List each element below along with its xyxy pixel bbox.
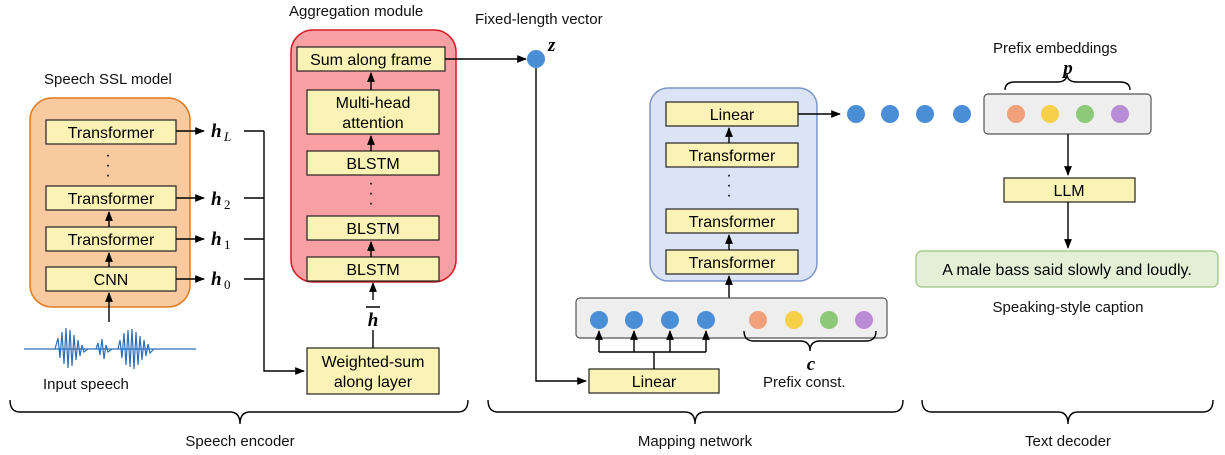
ssl-model-title: Speech SSL model bbox=[44, 71, 172, 88]
blstm-bottom-block bbox=[306, 256, 440, 282]
map-dot: · bbox=[726, 177, 731, 194]
mha-block bbox=[306, 89, 440, 135]
z-embedding-dot bbox=[697, 311, 715, 329]
prefix-output-dot bbox=[953, 105, 971, 123]
ssl-transformer-1-block bbox=[45, 226, 177, 252]
prefix-const-dot bbox=[820, 311, 838, 329]
z-embedding-dot bbox=[590, 311, 608, 329]
input-linear-block bbox=[588, 368, 720, 394]
agg-dot: · bbox=[368, 175, 373, 192]
ssl-transformer-1-label: Transformer bbox=[68, 232, 155, 249]
z-embedding-dot bbox=[661, 311, 679, 329]
vector-z-symbol: z bbox=[547, 35, 556, 56]
blstm-mid-label: BLSTM bbox=[346, 221, 399, 238]
mha-label-2: attention bbox=[342, 115, 403, 132]
ssl-dot: · bbox=[105, 157, 110, 174]
prefix-output-dot bbox=[916, 105, 934, 123]
prefix-embedding-dot bbox=[1007, 105, 1025, 123]
waveform-icon bbox=[24, 327, 196, 370]
vector-z-dot bbox=[527, 50, 545, 68]
prefix-embedding-dot bbox=[1041, 105, 1059, 123]
prefix-const-label: Prefix const. bbox=[763, 374, 846, 391]
input-speech-label: Input speech bbox=[43, 376, 129, 393]
map-transformer-top-label: Transformer bbox=[689, 148, 776, 165]
prefix-embeddings-symbol: p bbox=[1061, 58, 1073, 79]
ssl-transformer-2-block bbox=[45, 185, 177, 211]
prefix-const-dot bbox=[749, 311, 767, 329]
prefix-output-dot bbox=[847, 105, 865, 123]
caption-text: A male bass said slowly and loudly. bbox=[942, 262, 1192, 279]
prefix-const-dot bbox=[855, 311, 873, 329]
agg-dot: · bbox=[368, 185, 373, 202]
map-dot: · bbox=[726, 167, 731, 184]
map-dot: · bbox=[726, 187, 731, 204]
aggregation-title: Aggregation module bbox=[289, 3, 423, 20]
hidden-state-2: h bbox=[211, 189, 222, 210]
hidden-state-0: h bbox=[211, 269, 222, 290]
hidden-state-2-sub: 2 bbox=[224, 197, 231, 212]
map-linear-block bbox=[665, 101, 799, 127]
weighted-sum-label-1: Weighted-sum bbox=[322, 354, 425, 371]
mha-label-1: Multi-head bbox=[336, 95, 411, 112]
speech-encoder-brace bbox=[9, 399, 469, 425]
prefix-const-symbol: c bbox=[807, 354, 816, 375]
prefix-const-brace bbox=[743, 330, 877, 352]
prefix-output-dot bbox=[881, 105, 899, 123]
text-decoder-label: Text decoder bbox=[1025, 433, 1111, 450]
ssl-transformer-top-block bbox=[45, 119, 177, 145]
hidden-state-L: h bbox=[211, 121, 222, 142]
text-decoder-brace bbox=[921, 399, 1214, 425]
prefix-embeddings-title: Prefix embeddings bbox=[993, 40, 1117, 57]
map-linear-label: Linear bbox=[710, 107, 755, 124]
blstm-top-label: BLSTM bbox=[346, 156, 399, 173]
hidden-state-0-sub: 0 bbox=[224, 277, 231, 292]
ssl-cnn-label: CNN bbox=[94, 272, 129, 289]
mapping-network-brace bbox=[487, 399, 904, 425]
blstm-top-block bbox=[306, 150, 440, 176]
hidden-state-1: h bbox=[211, 229, 222, 250]
ssl-dot: · bbox=[105, 167, 110, 184]
hidden-state-L-sub: L bbox=[223, 129, 231, 144]
weighted-sum-label-2: along layer bbox=[334, 374, 413, 391]
prefix-const-dot bbox=[785, 311, 803, 329]
input-linear-label: Linear bbox=[632, 374, 677, 391]
blstm-mid-block bbox=[306, 215, 440, 241]
ssl-transformer-top-label: Transformer bbox=[68, 125, 155, 142]
prefix-embeddings-brace bbox=[1004, 73, 1131, 91]
prefix-embedding-dot bbox=[1076, 105, 1094, 123]
mapping-network-label: Mapping network bbox=[638, 433, 753, 450]
hidden-state-1-sub: 1 bbox=[224, 237, 231, 252]
fixed-length-vector-label: Fixed-length vector bbox=[475, 11, 603, 28]
llm-label: LLM bbox=[1053, 183, 1084, 200]
map-transformer-bottom-block bbox=[665, 249, 799, 275]
caption-label: Speaking-style caption bbox=[993, 299, 1144, 316]
map-transformer-top-block bbox=[665, 142, 799, 168]
agg-dot: · bbox=[368, 195, 373, 212]
h-bar-symbol: h bbox=[368, 310, 379, 331]
map-transformer-mid-label: Transformer bbox=[689, 214, 776, 231]
mapping-input-sequence bbox=[575, 297, 888, 339]
llm-block bbox=[1003, 177, 1136, 203]
map-transformer-bottom-label: Transformer bbox=[689, 255, 776, 272]
sum-along-frame-label: Sum along frame bbox=[310, 52, 432, 69]
z-embedding-dot bbox=[625, 311, 643, 329]
prefix-embedding-dot bbox=[1111, 105, 1129, 123]
ssl-transformer-2-label: Transformer bbox=[68, 191, 155, 208]
blstm-bottom-label: BLSTM bbox=[346, 262, 399, 279]
ssl-dot: · bbox=[105, 147, 110, 164]
caption-box bbox=[915, 250, 1219, 288]
weighted-sum-block bbox=[306, 347, 440, 395]
speech-encoder-label: Speech encoder bbox=[185, 433, 294, 450]
map-transformer-mid-block bbox=[665, 208, 799, 234]
